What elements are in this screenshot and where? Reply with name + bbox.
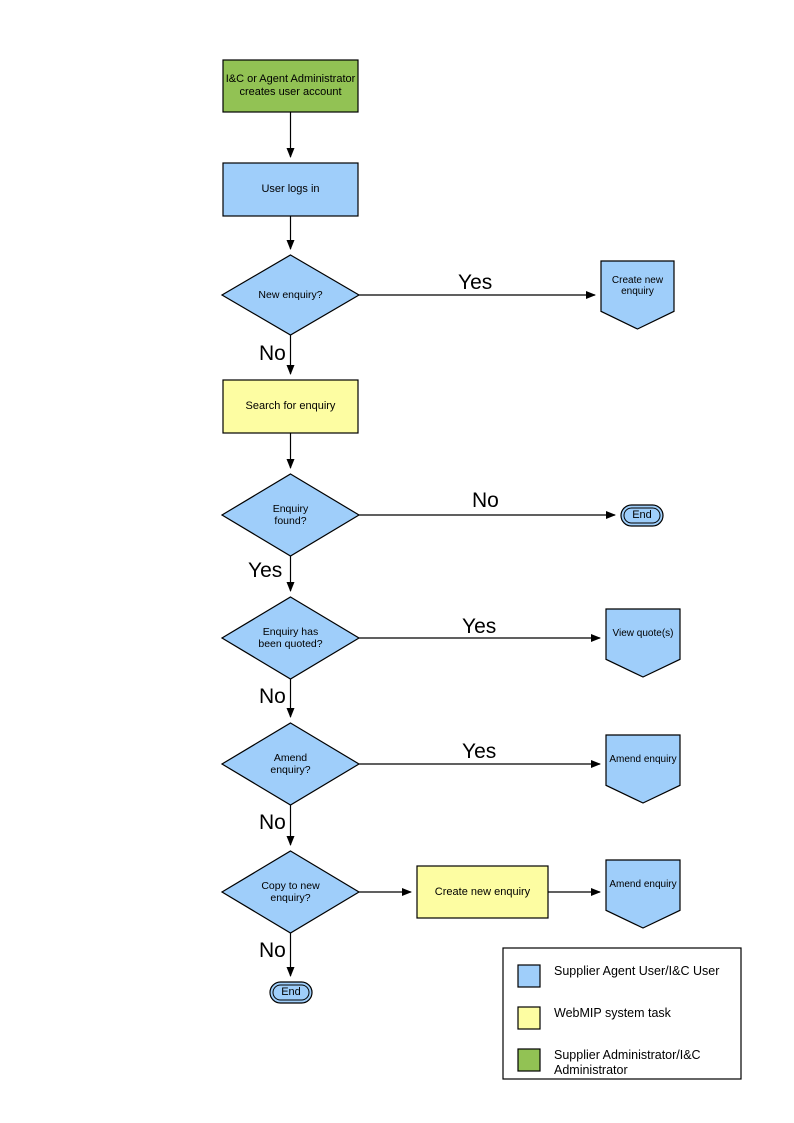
node-end-final bbox=[269, 981, 313, 1004]
node-new-enquiry-decision bbox=[220, 254, 361, 336]
edge-label-enquiry-quoted-no: No bbox=[259, 685, 286, 708]
node-search-for-enquiry bbox=[222, 379, 359, 434]
edge-label-amend-enquiry-no: No bbox=[259, 811, 286, 834]
edge-label-new-enquiry-yes: Yes bbox=[458, 271, 493, 294]
edge-label-amend-enquiry-yes: Yes bbox=[462, 740, 497, 763]
node-copy-to-new-enquiry-decision bbox=[220, 850, 361, 934]
node-amend-enquiry-copy-action bbox=[605, 859, 681, 929]
legend-layer bbox=[502, 947, 742, 1080]
node-create-new-enquiry-task bbox=[416, 865, 549, 919]
legend-label-legend-admin: Supplier Administrator/I&C Administrator bbox=[554, 1048, 701, 1077]
edge-label-enquiry-found-yes: Yes bbox=[248, 559, 283, 582]
node-view-quotes-action bbox=[605, 608, 681, 678]
legend-swatch-legend-user bbox=[517, 964, 541, 988]
node-create-user-account bbox=[222, 59, 359, 113]
node-user-logs-in bbox=[222, 162, 359, 217]
edge-layer bbox=[286, 112, 616, 977]
node-enquiry-quoted-decision bbox=[220, 596, 361, 680]
node-create-new-enquiry-action bbox=[600, 260, 675, 330]
legend-label-legend-user: Supplier Agent User/I&C User bbox=[554, 964, 720, 978]
edge-label-new-enquiry-no: No bbox=[259, 342, 286, 365]
edge-label-copy-to-new-no: No bbox=[259, 939, 286, 962]
node-amend-enquiry-action bbox=[605, 734, 681, 804]
legend-swatch-legend-system bbox=[517, 1006, 541, 1030]
shape-layer bbox=[220, 59, 681, 1004]
edge-label-enquiry-quoted-yes: Yes bbox=[462, 615, 497, 638]
legend-label-legend-system: WebMIP system task bbox=[554, 1006, 671, 1020]
node-enquiry-found-decision bbox=[220, 473, 361, 557]
node-end-not-found bbox=[620, 504, 664, 527]
edge-label-enquiry-found-no: No bbox=[472, 489, 499, 512]
legend-swatch-legend-admin bbox=[517, 1048, 541, 1072]
node-amend-enquiry-decision bbox=[220, 722, 361, 806]
